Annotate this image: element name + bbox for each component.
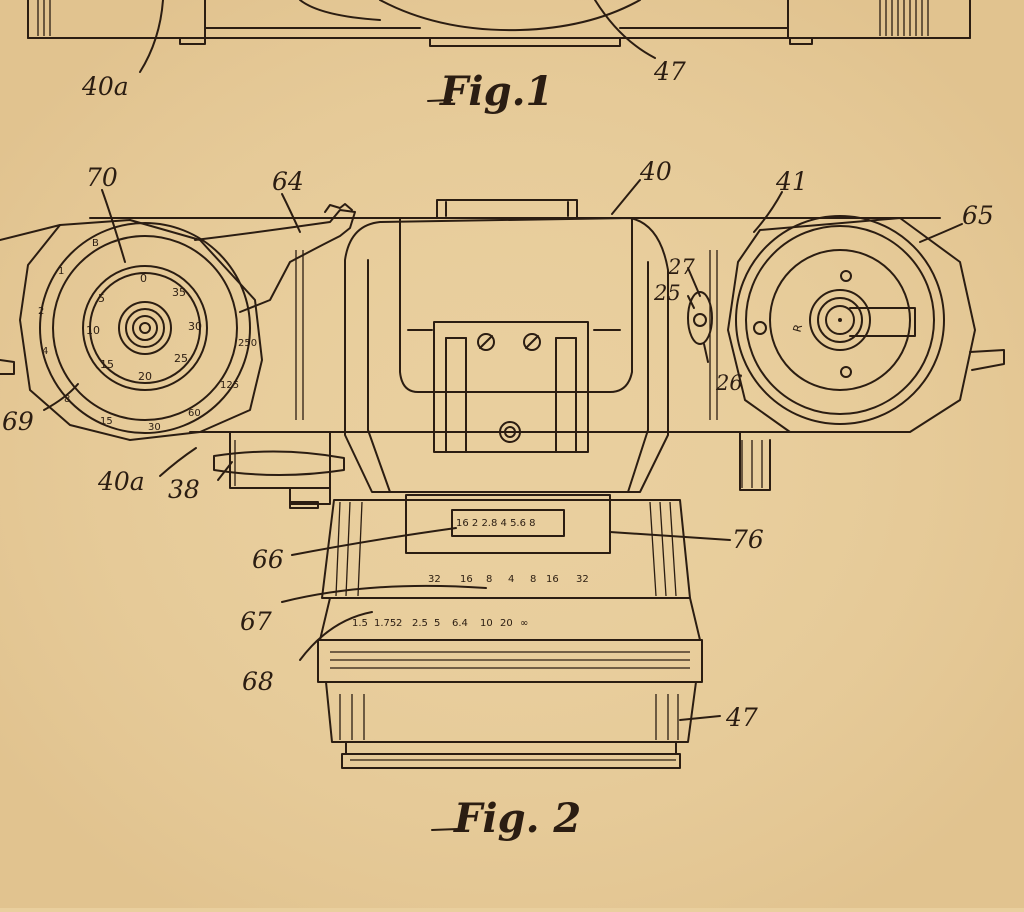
dial-outer-15: 15: [100, 416, 113, 427]
dial-outer-250: 250: [238, 338, 257, 349]
focus-distance-scale: ∞ 20 10 6.4 5 2.5 2 1.75 1.5: [352, 618, 528, 629]
dial-inner-0: 0: [140, 272, 147, 285]
body-hatching: [234, 250, 763, 488]
fig2-label-underline: [431, 828, 459, 831]
ref-64: 64: [272, 167, 304, 196]
rewind-label: R: [791, 323, 806, 334]
focus-5: 5: [434, 618, 440, 629]
dial-inner-15: 15: [100, 358, 114, 371]
focus-2: 2: [396, 618, 402, 629]
focus-6-4: 6.4: [452, 618, 468, 629]
dial-side-2: 2: [38, 306, 44, 317]
dial-outer-30: 30: [148, 422, 161, 433]
fig1-hatching: [37, 0, 929, 36]
dof-8-right: 8: [530, 574, 536, 585]
dof-16-right: 16: [546, 574, 559, 585]
figure-1: 40a 47 Fig.1: [27, 0, 971, 115]
dial-outer-60: 60: [188, 408, 201, 419]
ref-40a: 40a: [97, 467, 145, 496]
dial-inner-25: 25: [174, 352, 188, 365]
dof-8-left: 8: [486, 574, 492, 585]
shutter-release-button: [687, 291, 713, 345]
accessory-shoe: [433, 321, 589, 453]
focus-1-75: 1.75: [374, 618, 396, 629]
dial-outer-125: 125: [220, 380, 239, 391]
figure-2: 0 5 10 15 20 25 30 35 B 8 15 30 60 125 2…: [0, 157, 1005, 842]
ref-41: 41: [775, 167, 808, 196]
dial-inner-20: 20: [138, 370, 152, 383]
dial-outer-8: 8: [64, 394, 70, 405]
ref-65: 65: [962, 201, 994, 230]
focus-20: 20: [500, 618, 513, 629]
ref-76: 76: [732, 525, 764, 554]
fig1-ref-47: 47: [653, 57, 686, 86]
ref-47: 47: [725, 703, 758, 732]
dial-inner-30: 30: [188, 320, 202, 333]
ref-66: 66: [252, 545, 284, 574]
aperture-window-scale: 16 2 2.8 4 5.6 8: [456, 518, 536, 529]
lens-barrel: [213, 450, 703, 769]
ref-67: 67: [240, 607, 272, 636]
ref-25: 25: [653, 281, 681, 305]
ref-70: 70: [86, 163, 118, 192]
lens-knurling: [330, 501, 690, 761]
focus-inf: ∞: [520, 618, 528, 629]
rewind-knob: [727, 215, 1005, 433]
fig1-ref-40a: 40a: [81, 72, 129, 101]
ref-27: 27: [667, 255, 695, 279]
dial-side-1: 1: [58, 266, 64, 277]
dial-inner-10: 10: [86, 324, 100, 337]
dial-side-4: 4: [42, 346, 48, 357]
ref-38: 38: [168, 475, 200, 504]
focus-10: 10: [480, 618, 493, 629]
eyepiece: [436, 199, 578, 219]
reference-leaders: [43, 179, 963, 721]
film-advance-lever: [194, 203, 356, 313]
dof-4: 4: [508, 574, 514, 585]
depth-of-field-scale: 32 16 8 4 8 16 32: [428, 574, 589, 585]
focus-2-5: 2.5: [412, 618, 428, 629]
fig2-label: Fig. 2: [453, 795, 581, 842]
dial-inner-35: 35: [172, 286, 186, 299]
fig1-label: Fig.1: [439, 68, 553, 115]
dof-32-right: 32: [576, 574, 589, 585]
fig1-label-underline: [427, 99, 453, 102]
ref-26: 26: [715, 371, 743, 395]
prism-housing: [344, 217, 669, 493]
dof-32-left: 32: [428, 574, 441, 585]
ref-40: 40: [639, 157, 672, 186]
dial-inner-5: 5: [98, 292, 105, 305]
ref-68: 68: [242, 667, 274, 696]
focus-1-5: 1.5: [352, 618, 368, 629]
dof-16-left: 16: [460, 574, 473, 585]
fig1-leaders: [139, 0, 656, 73]
fig1-camera-base: [27, 0, 971, 47]
ref-69: 69: [2, 407, 34, 436]
dial-bulb: B: [92, 238, 99, 249]
